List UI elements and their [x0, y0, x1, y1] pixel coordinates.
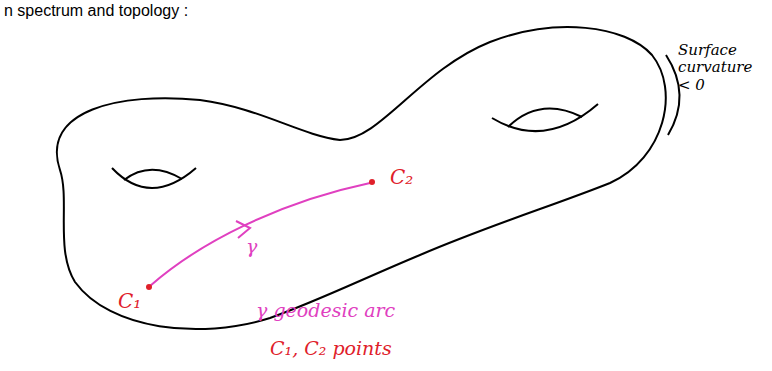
- left-hole: [124, 170, 182, 180]
- surface-outline: [57, 27, 666, 329]
- point-label: C₁: [118, 290, 141, 313]
- arc-label: γ: [246, 236, 257, 258]
- right-hole: [492, 104, 598, 131]
- left-hole: [112, 168, 196, 188]
- point-label: C₂: [390, 166, 413, 189]
- surface-note: Surface curvature < 0: [678, 42, 768, 94]
- right-hole: [508, 109, 582, 127]
- geodesic-arc: [150, 183, 370, 286]
- legend-note: γ geodesic arc: [256, 300, 395, 322]
- bracket: [666, 55, 680, 135]
- legend-note: C₁, C₂ points: [270, 338, 392, 360]
- point-dot: [369, 179, 375, 185]
- point-dot: [146, 284, 152, 290]
- page-title: n spectrum and topology :: [4, 2, 188, 20]
